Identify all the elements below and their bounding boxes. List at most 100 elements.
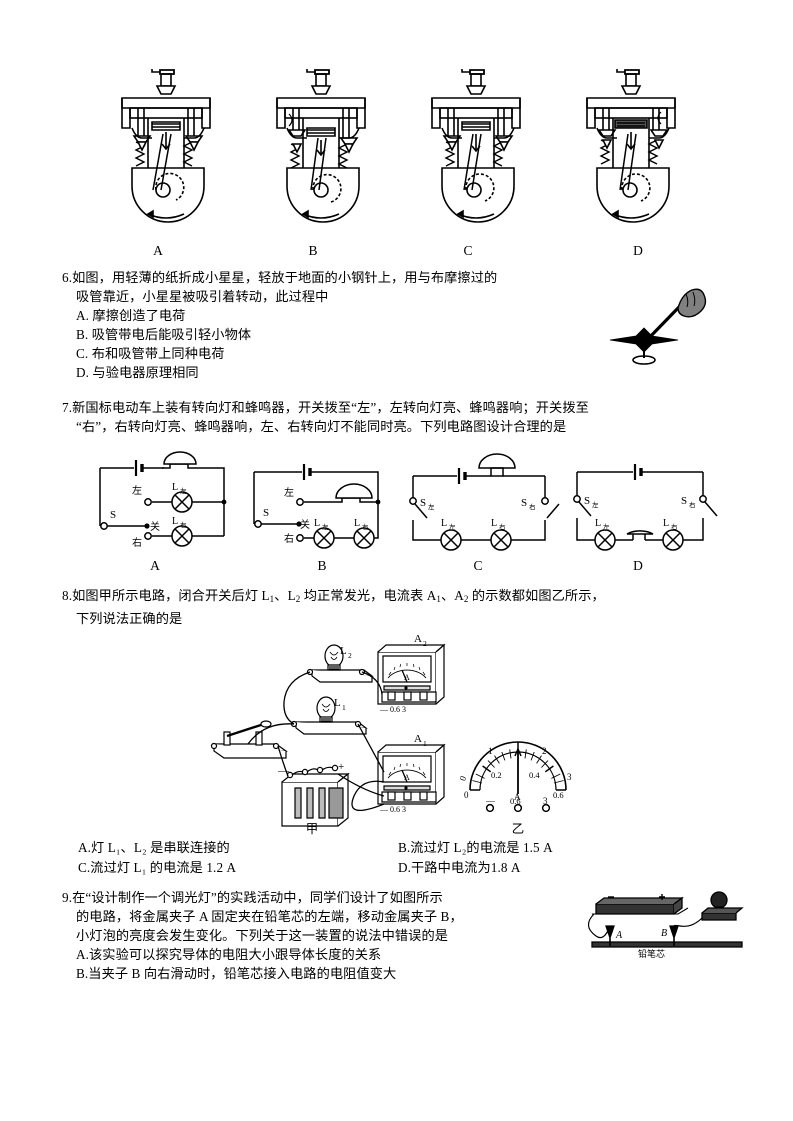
svg-text:左: 左 [449, 522, 456, 531]
engine-figure-b [263, 62, 383, 232]
svg-text:L: L [491, 518, 497, 529]
q8-stem-line-1: 8.如图甲所示电路，闭合开关后灯 L1、L2 均正常发光，电流表 A1、A2 的… [62, 586, 762, 609]
q7-circuit-d: S 左 S 右 L 左 L 右 [563, 446, 728, 556]
q6-option-c[interactable]: C. 布和吸管带上同种电荷 [76, 346, 225, 361]
q7-circuit-label-b: B [317, 558, 327, 573]
engine-figure-d [573, 62, 693, 232]
q7-circuit-c: S 左 S 右 L 左 L 右 [403, 446, 568, 556]
svg-text:关: 关 [150, 520, 160, 533]
svg-text:A: A [414, 633, 422, 645]
svg-text:0.6: 0.6 [510, 796, 521, 806]
svg-text:L: L [314, 518, 320, 529]
engine-label-a: A [153, 243, 163, 258]
engine-figure-a [108, 62, 228, 232]
q6-number: 6. [62, 270, 73, 285]
q6-option-b[interactable]: B. 吸管带电后能吸引轻小物体 [76, 327, 252, 342]
svg-text:左: 左 [603, 522, 610, 531]
svg-text:B: B [661, 928, 667, 939]
svg-text:L: L [340, 645, 347, 657]
q8-sub-1: 1 [269, 594, 275, 604]
q6-stem-line-2: 吸管靠近，小星星被吸引着转动，此过程中 [76, 289, 329, 304]
svg-text:右: 右 [180, 520, 187, 529]
q8-meter-label: 乙 [511, 822, 525, 836]
q8-sub-3: 1 [436, 594, 441, 604]
q8-option-c[interactable]: C.流过灯 L₁ 的电流是 1.2 A [78, 860, 237, 875]
svg-text:3: 3 [543, 796, 548, 806]
svg-text:S: S [584, 495, 590, 507]
svg-text:关: 关 [300, 518, 310, 531]
q8-ammeter-dial-figure: 0 1 2 3 0 0.2 0.4 0.6 A — 0.6 3 [458, 738, 578, 818]
svg-text:左: 左 [428, 502, 435, 511]
q8-option-a[interactable]: A.灯 L₁、L₂ 是串联连接的 [78, 840, 230, 855]
q7-number: 7. [62, 400, 73, 415]
svg-text:A: A [404, 773, 410, 782]
svg-text:0.6: 0.6 [553, 790, 564, 800]
svg-text:右: 右 [284, 532, 294, 545]
svg-text:右: 右 [529, 502, 536, 511]
svg-text:A: A [414, 733, 422, 745]
question-8: 8.如图甲所示电路，闭合开关后灯 L1、L2 均正常发光，电流表 A1、A2 的… [62, 586, 762, 628]
svg-text:0.4: 0.4 [529, 770, 540, 780]
svg-text:—: — [485, 796, 496, 806]
svg-text:A: A [514, 792, 521, 802]
svg-text:—: — [277, 765, 290, 777]
q8-stem-d: 、A [440, 588, 464, 603]
q8-stem-c: 均正常发光，电流表 A [300, 588, 437, 603]
q8-stem-b: 、L [274, 588, 296, 603]
svg-text:右: 右 [689, 500, 696, 509]
svg-text:2: 2 [542, 746, 547, 756]
q9-stem-line-2: 的电路，将金属夹子 A 固定夹在铅笔芯的左端，移动金属夹子 B， [76, 909, 463, 924]
q7-circuit-label-c: C [473, 558, 483, 573]
svg-text:L: L [595, 518, 601, 529]
svg-text:3: 3 [567, 772, 572, 782]
q7-stem-text-1: 新国标电动车上装有转向灯和蜂鸣器，开关拨至“左”，左转向灯亮、蜂鸣器响；开关拨至 [72, 400, 589, 415]
q9-stem-text-1: 在“设计制作一个调光灯”的实践活动中，同学们设计了如图所示 [72, 890, 443, 905]
q6-option-a[interactable]: A. 摩擦创造了电荷 [76, 308, 186, 323]
svg-text:左: 左 [322, 522, 329, 531]
q8-stem-e: 的示数都如图乙所示， [468, 588, 605, 603]
svg-text:右: 右 [362, 522, 369, 531]
q9-option-b[interactable]: B.当夹子 B 向右滑动时，铅笔芯接入电路的电阻值变大 [76, 966, 397, 981]
svg-text:0: 0 [458, 774, 468, 782]
q9-number: 9. [62, 890, 73, 905]
engine-label-c: C [463, 243, 473, 258]
q8-option-d[interactable]: D.干路中电流为1.8 A [398, 860, 521, 875]
svg-text:S: S [110, 509, 116, 521]
svg-text:L: L [334, 697, 341, 709]
q9-option-a[interactable]: A.该实验可以探究导体的电阻大小跟导体长度的关系 [76, 947, 382, 962]
svg-text:L: L [354, 518, 360, 529]
svg-text:0: 0 [464, 790, 469, 800]
engine-label-b: B [308, 243, 318, 258]
engine-figure-c [418, 62, 538, 232]
svg-text:1: 1 [488, 746, 493, 756]
svg-text:1: 1 [342, 703, 346, 712]
q8-apparatus-label: 甲 [305, 822, 319, 836]
q8-stem-a: 如图甲所示电路，闭合开关后灯 L [72, 588, 270, 603]
q8-stem-line-2: 下列说法正确的是 [76, 611, 183, 626]
svg-text:L: L [663, 518, 669, 529]
q8-number: 8. [62, 588, 73, 603]
q7-stem-line-1: 7.新国标电动车上装有转向灯和蜂鸣器，开关拨至“左”，左转向灯亮、蜂鸣器响；开关… [62, 398, 762, 417]
svg-text:S: S [521, 497, 527, 509]
engine-label-d: D [633, 243, 643, 258]
svg-text:右: 右 [499, 522, 506, 531]
q7-circuit-a: 左 关 右 S L 左 L 右 [92, 446, 252, 556]
question-9: 9.在“设计制作一个调光灯”的实践活动中，同学们设计了如图所示 的电路，将金属夹… [62, 888, 622, 983]
svg-text:— 0.6 3: — 0.6 3 [379, 705, 406, 714]
q9-stem-line-1: 9.在“设计制作一个调光灯”的实践活动中，同学们设计了如图所示 [62, 888, 622, 907]
q9-stem-line-3: 小灯泡的亮度会发生变化。下列关于这一装置的说法中错误的是 [76, 928, 449, 943]
svg-text:S: S [420, 497, 426, 509]
star-needle-straw-figure [600, 278, 720, 368]
q7-circuit-label-a: A [150, 558, 160, 573]
q8-option-b[interactable]: B.流过灯 L₂的电流是 1.5 A [398, 840, 553, 855]
q8-sub-4: 2 [463, 594, 469, 604]
svg-text:右: 右 [671, 522, 678, 531]
q7-circuit-label-d: D [633, 558, 643, 573]
svg-text:左: 左 [180, 486, 187, 495]
svg-text:L: L [172, 482, 178, 493]
svg-text:S: S [681, 495, 687, 507]
svg-text:2: 2 [348, 651, 352, 660]
svg-text:S: S [263, 507, 269, 519]
q6-option-d[interactable]: D. 与验电器原理相同 [76, 365, 199, 380]
